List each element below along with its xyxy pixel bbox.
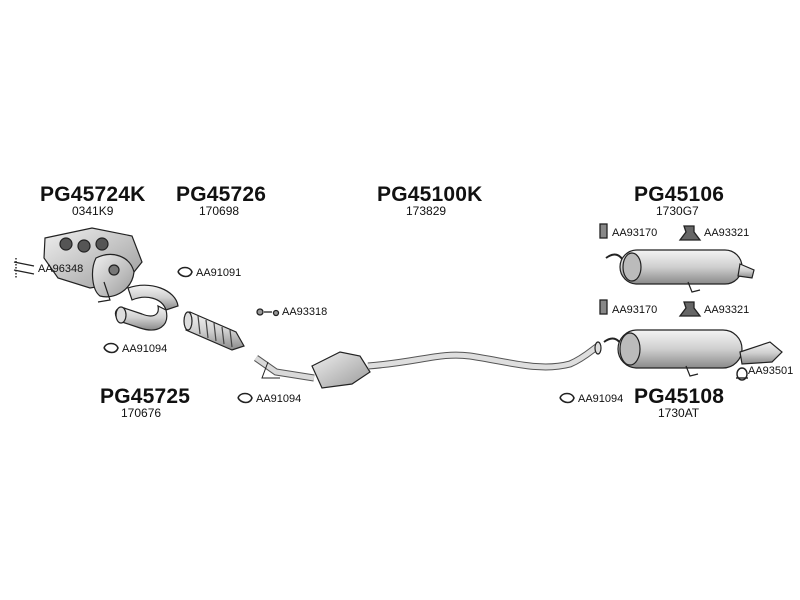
part-ref-170676: 170676 bbox=[121, 406, 162, 420]
part-number-PG45726: PG45726 bbox=[176, 183, 267, 206]
accessory-code-AA91094-connector: AA91094 bbox=[122, 343, 168, 355]
part-ref-173829: 173829 bbox=[406, 204, 447, 218]
part-ref-170698: 170698 bbox=[199, 204, 240, 218]
part-number-PG45724K: PG45724K bbox=[40, 183, 146, 206]
part-ref-0341K9: 0341K9 bbox=[72, 204, 114, 218]
bolt-kit-icon bbox=[256, 308, 280, 317]
catalyst-middle-pipe-part bbox=[253, 341, 602, 389]
part-number-PG45100K: PG45100K bbox=[377, 183, 483, 206]
accessory-code-AA91091: AA91091 bbox=[196, 267, 242, 279]
accessory-code-AA93321-upper: AA93321 bbox=[704, 227, 750, 239]
clamp-icon bbox=[103, 266, 575, 404]
rear-muffler-upper-part bbox=[605, 249, 755, 293]
accessory-code-AA96348: AA96348 bbox=[38, 263, 84, 275]
accessory-code-AA93321-lower: AA93321 bbox=[704, 304, 750, 316]
part-ref-1730G7: 1730G7 bbox=[656, 204, 699, 218]
accessory-code-AA93318: AA93318 bbox=[282, 306, 328, 318]
part-number-PG45108: PG45108 bbox=[634, 385, 725, 408]
rubber-hanger-icon bbox=[678, 225, 702, 317]
rear-muffler-lower-part bbox=[603, 329, 783, 377]
accessory-code-AA93170-upper: AA93170 bbox=[612, 227, 658, 239]
accessory-code-AA93501: AA93501 bbox=[748, 365, 794, 377]
part-ref-1730AT: 1730AT bbox=[658, 406, 700, 420]
part-number-PG45725: PG45725 bbox=[100, 385, 191, 408]
bracket-icon bbox=[599, 223, 608, 315]
flex-downpipe-part bbox=[183, 311, 245, 351]
accessory-code-AA91094-catalyst: AA91094 bbox=[256, 393, 302, 405]
exhaust-manifold-part bbox=[43, 227, 143, 303]
connector-pipe-part bbox=[114, 284, 179, 331]
accessory-code-AA93170-lower: AA93170 bbox=[612, 304, 658, 316]
stud-bolts-icon bbox=[13, 258, 35, 278]
part-number-PG45106: PG45106 bbox=[634, 183, 725, 206]
tailpipe-clamp-icon bbox=[736, 367, 748, 381]
accessory-code-AA91094-muffler: AA91094 bbox=[578, 393, 624, 405]
